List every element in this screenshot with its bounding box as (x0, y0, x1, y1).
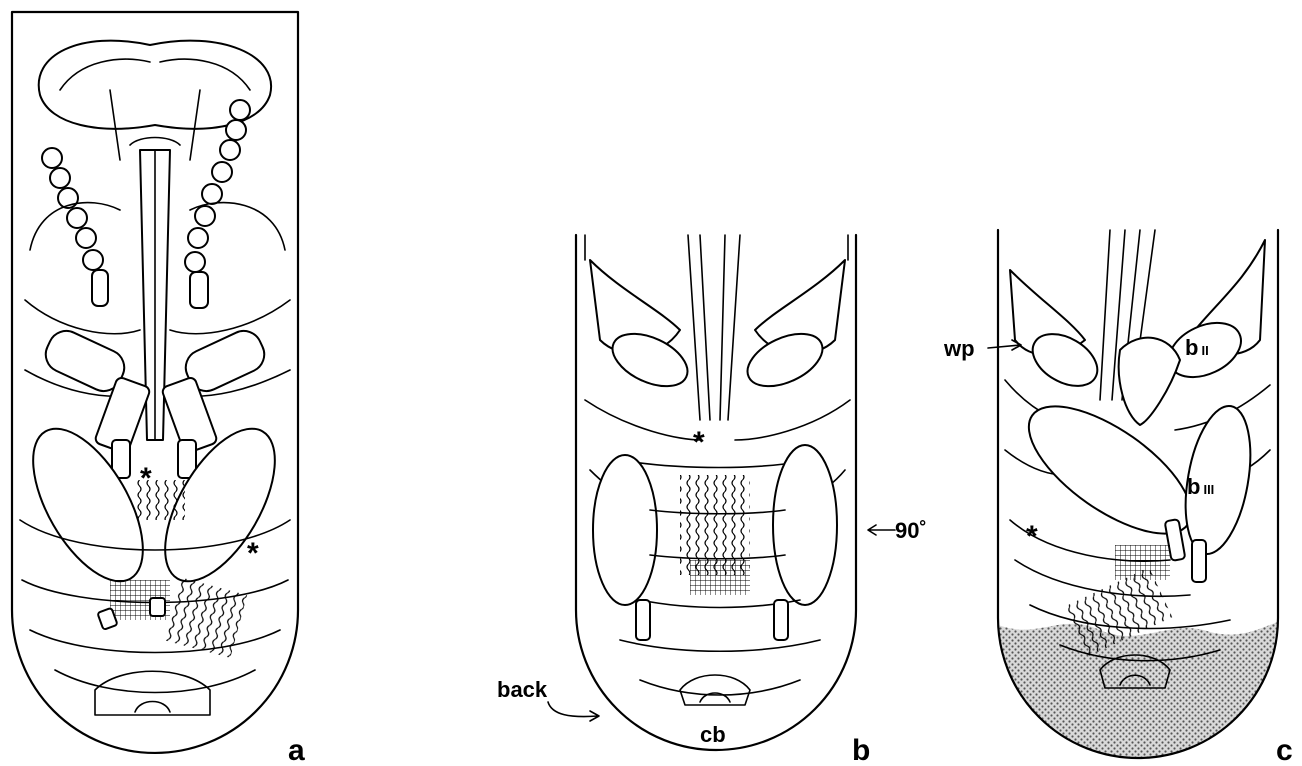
rotation-label: 90˚ (895, 518, 927, 543)
bIII-label-sub: III (1203, 482, 1214, 497)
wp-arrow (988, 340, 1021, 350)
bII-label-sub: II (1201, 343, 1208, 358)
back-label: back (497, 677, 548, 702)
panel-a: * * a (11, 12, 305, 766)
wp-label: wp (943, 336, 975, 361)
star-marker-c: * (1026, 520, 1038, 553)
star-marker-b: * (693, 426, 705, 459)
wing-pad-left-b (593, 455, 657, 605)
panel-label-a: a (288, 734, 305, 766)
bII-label-main: b (1185, 335, 1198, 360)
star-marker-a2: * (247, 537, 259, 570)
panel-b: * 90˚ back cb b (497, 235, 927, 766)
rotation-arrow (868, 525, 895, 535)
back-arrow (548, 702, 599, 721)
antenna-left-a (42, 148, 108, 306)
panel-label-c: c (1276, 734, 1293, 766)
star-marker-a1: * (140, 462, 152, 495)
wing-pad-right-b (773, 445, 837, 605)
cb-label: cb (700, 722, 726, 747)
bIII-label-main: b (1187, 474, 1200, 499)
panel-label-b: b (852, 734, 870, 766)
